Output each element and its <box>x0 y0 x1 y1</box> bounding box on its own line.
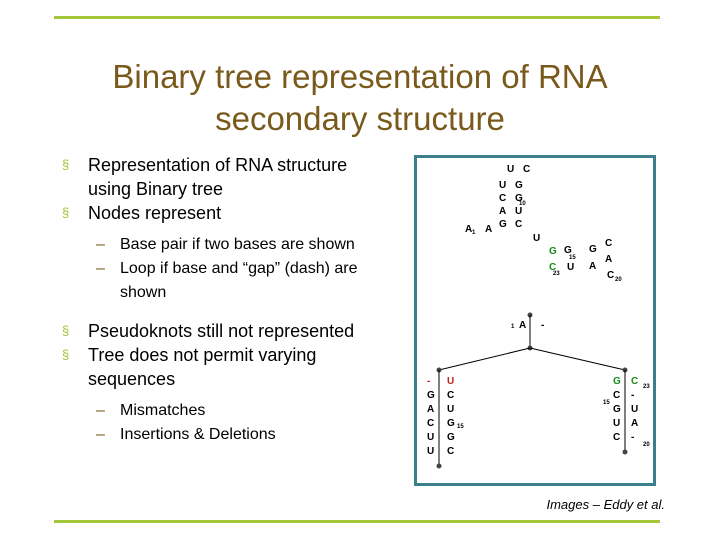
base-label: - <box>427 376 430 387</box>
base-label: U <box>631 404 638 415</box>
base-label: C <box>499 193 506 204</box>
base-label: A <box>589 261 596 272</box>
bullet-text: Nodes represent <box>88 203 222 223</box>
sub-bullet-item: – Loop if base and “gap” (dash) are show… <box>62 257 402 305</box>
base-label: U <box>533 233 540 244</box>
sub-bullet-marker: – <box>96 260 105 277</box>
base-label: C <box>613 390 620 401</box>
sub-bullet-text: Loop if base and “gap” (dash) are <box>120 260 358 277</box>
bullet-text: using Binary tree <box>88 179 224 199</box>
base-label: G <box>613 376 621 387</box>
base-label: - <box>631 432 634 443</box>
base-label: A <box>519 320 526 331</box>
bullet-list: § Representation of RNA structure using … <box>62 153 402 447</box>
base-label: G <box>427 390 435 401</box>
tree-edge <box>438 347 531 371</box>
sub-bullet-marker: – <box>96 402 105 419</box>
index-label: 20 <box>615 277 622 283</box>
sub-bullet-text: Mismatches <box>120 402 206 419</box>
index-label: 23 <box>553 271 560 277</box>
bullet-marker: § <box>62 157 70 172</box>
sub-bullet-marker: – <box>96 236 105 253</box>
base-label: U <box>447 404 454 415</box>
top-rule <box>54 16 660 19</box>
base-label: - <box>631 390 634 401</box>
tree-node <box>622 449 628 455</box>
base-label: A <box>631 418 638 429</box>
base-label: G <box>515 180 523 191</box>
base-label: A <box>427 404 434 415</box>
base-label: A <box>499 206 506 217</box>
base-label: G <box>447 432 455 443</box>
base-label: C <box>605 238 612 249</box>
base-label: U <box>613 418 620 429</box>
slide-title: Binary tree representation of RNA second… <box>60 56 660 140</box>
index-label: 15 <box>569 255 576 261</box>
base-label: G <box>499 219 507 230</box>
bullet-marker: § <box>62 205 70 220</box>
base-label: U <box>567 262 574 273</box>
base-label: A <box>465 224 472 235</box>
tree-edge <box>529 347 626 371</box>
bullet-text: sequences <box>88 369 176 389</box>
base-label: U <box>427 446 434 457</box>
index-label: 20 <box>643 442 650 448</box>
index-label: 23 <box>643 384 650 390</box>
base-label: G <box>549 246 557 257</box>
bullet-text: Representation of RNA structure <box>88 155 348 175</box>
index-label: 10 <box>519 201 526 207</box>
base-label: C <box>607 270 614 281</box>
sub-bullet-marker: – <box>96 426 105 443</box>
bullet-text: Pseudoknots still not represented <box>88 321 355 341</box>
bullet-marker: § <box>62 347 70 362</box>
index-label: 1 <box>472 230 476 236</box>
base-label: C <box>447 390 454 401</box>
base-label: C <box>613 432 620 443</box>
title-line-1: Binary tree representation of RNA <box>112 58 608 95</box>
sub-bullet-text: Base pair if two bases are shown <box>120 236 355 253</box>
sub-bullet-item: – Insertions & Deletions <box>62 423 402 447</box>
base-label: G <box>589 244 597 255</box>
base-label: G <box>613 404 621 415</box>
base-label: U <box>427 432 434 443</box>
base-label: C <box>427 418 434 429</box>
bullet-text: Tree does not permit varying <box>88 345 317 365</box>
base-label: C <box>515 219 522 230</box>
index-label: 15 <box>457 424 464 430</box>
base-label: C <box>549 262 556 273</box>
base-label: C <box>523 164 530 175</box>
bullet-marker: § <box>62 323 70 338</box>
base-label: U <box>447 376 454 387</box>
bullet-item: § Nodes represent <box>62 201 402 225</box>
title-line-2: secondary structure <box>215 100 505 137</box>
bottom-rule <box>54 520 660 523</box>
tree-node <box>436 463 442 469</box>
bullet-item: § Tree does not permit varying sequences <box>62 343 402 391</box>
gap-label: - <box>541 320 544 331</box>
base-label: C <box>447 446 454 457</box>
bullet-item: § Representation of RNA structure using … <box>62 153 402 201</box>
base-label: U <box>515 206 522 217</box>
base-label: U <box>499 180 506 191</box>
base-label: U <box>507 164 514 175</box>
base-label: G <box>564 245 572 256</box>
base-label: A <box>605 254 612 265</box>
base-label: G <box>447 418 455 429</box>
sub-bullet-text: shown <box>120 284 167 301</box>
base-label: C <box>631 376 638 387</box>
base-label: G <box>515 193 523 204</box>
bullet-item: § Pseudoknots still not represented <box>62 319 402 343</box>
index-label: 1 <box>511 324 515 330</box>
sub-bullet-text: Insertions & Deletions <box>120 426 276 443</box>
sub-bullet-item: – Mismatches <box>62 399 402 423</box>
index-label: 15 <box>603 400 610 406</box>
image-credit: Images – Eddy et al. <box>546 497 665 512</box>
sub-bullet-item: – Base pair if two bases are shown <box>62 233 402 257</box>
base-label: A <box>485 224 492 235</box>
